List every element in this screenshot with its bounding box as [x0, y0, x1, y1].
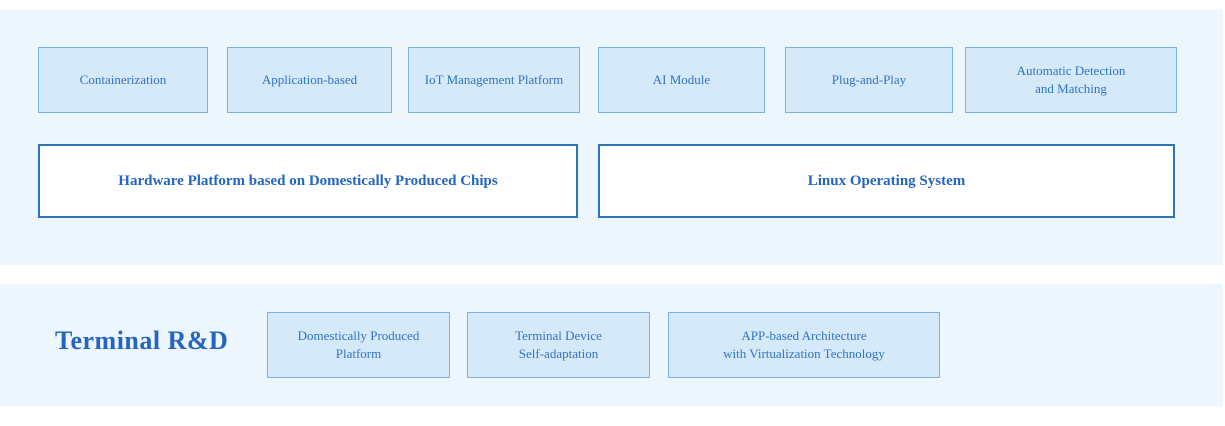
terminal-rd-title: Terminal R&D	[55, 326, 229, 355]
box-label: Linux Operating System	[807, 172, 966, 189]
box-label: Domestically Produced Platform	[297, 328, 420, 361]
feature-box-plug-and-play: Plug-and-Play	[785, 47, 953, 113]
box-label: Application-based	[261, 72, 358, 88]
feature-box-automatic-detection-and-matching: Automatic Detection and Matching	[965, 47, 1177, 113]
box-label: Terminal Device Self-adaptation	[515, 328, 602, 361]
platform-box-hardware-platform: Hardware Platform based on Domestically …	[38, 144, 578, 218]
terminal-box-app-based-architecture: APP-based Architecture with Virtualizati…	[668, 312, 940, 378]
box-label: IoT Management Platform	[424, 72, 564, 88]
box-label: Containerization	[79, 72, 167, 88]
feature-box-ai-module: AI Module	[598, 47, 765, 113]
platform-box-linux-operating-system: Linux Operating System	[598, 144, 1175, 218]
box-label: Hardware Platform based on Domestically …	[118, 172, 498, 189]
terminal-box-domestically-produced-platform: Domestically Produced Platform	[267, 312, 450, 378]
feature-box-containerization: Containerization	[38, 47, 208, 113]
feature-box-iot-management-platform: IoT Management Platform	[408, 47, 580, 113]
box-label: AI Module	[652, 72, 711, 88]
box-label: Plug-and-Play	[831, 72, 907, 88]
terminal-box-terminal-device-self-adaptation: Terminal Device Self-adaptation	[467, 312, 650, 378]
terminal-rd-panel: Terminal R&D Domestically Produced Platf…	[0, 284, 1223, 406]
platform-capabilities-panel: Containerization Application-based IoT M…	[0, 10, 1223, 265]
box-label: APP-based Architecture with Virtualizati…	[723, 328, 885, 361]
box-label: Automatic Detection and Matching	[1016, 63, 1126, 96]
feature-box-application-based: Application-based	[227, 47, 392, 113]
